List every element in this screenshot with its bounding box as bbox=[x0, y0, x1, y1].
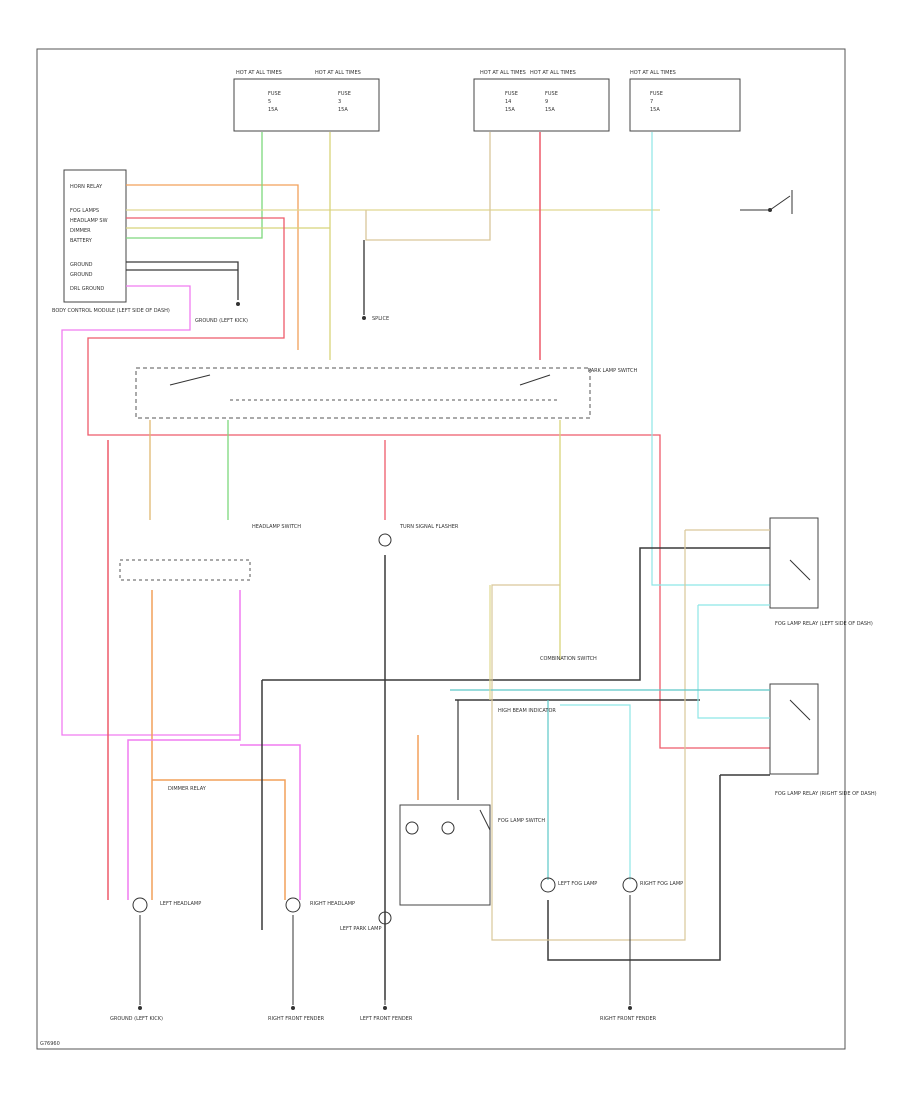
combination-switch-label: COMBINATION SWITCH bbox=[540, 656, 597, 662]
dimmer-switch: HEADLAMP SWITCH bbox=[119, 524, 301, 581]
svg-text:FOG LAMPS: FOG LAMPS bbox=[70, 208, 99, 214]
svg-text:15A: 15A bbox=[268, 107, 278, 113]
svg-text:BATTERY: BATTERY bbox=[70, 238, 93, 244]
svg-text:FUSE: FUSE bbox=[268, 91, 281, 97]
svg-text:3: 3 bbox=[338, 99, 341, 105]
horn-switch bbox=[740, 190, 793, 214]
right-headlamp: RIGHT HEADLAMP bbox=[285, 897, 355, 913]
body-control-module: HORN RELAY FOG LAMPS HEADLAMP SW DIMMER … bbox=[52, 169, 170, 314]
fuse-block-3-header: HOT AT ALL TIMES bbox=[480, 70, 526, 76]
svg-text:FOG LAMP SWITCH: FOG LAMP SWITCH bbox=[498, 818, 545, 824]
svg-text:FUSE: FUSE bbox=[650, 91, 663, 97]
switch-output-wires bbox=[149, 420, 561, 660]
svg-text:LEFT FOG LAMP: LEFT FOG LAMP bbox=[558, 881, 597, 887]
dimmer-relay-label: DIMMER RELAY bbox=[168, 786, 207, 792]
svg-text:RIGHT FOG LAMP: RIGHT FOG LAMP bbox=[640, 881, 683, 887]
svg-text:TURN SIGNAL FLASHER: TURN SIGNAL FLASHER bbox=[399, 524, 459, 530]
svg-text:DIMMER: DIMMER bbox=[70, 228, 91, 234]
svg-text:FUSE: FUSE bbox=[338, 91, 351, 97]
svg-text:LEFT PARK LAMP: LEFT PARK LAMP bbox=[340, 926, 381, 932]
left-headlamp: LEFT HEADLAMP bbox=[132, 897, 201, 913]
svg-text:GROUND: GROUND bbox=[70, 262, 93, 268]
right-fog-lamp: RIGHT FOG LAMP bbox=[622, 877, 683, 893]
figure-code: G76960 bbox=[40, 1041, 60, 1047]
fog-relay-bottom: FOG LAMP RELAY (RIGHT SIDE OF DASH) bbox=[769, 683, 877, 797]
ground-g201-label: GROUND (LEFT KICK) bbox=[195, 318, 248, 324]
fuse-block-1: HOT AT ALL TIMES FUSE 5 15A bbox=[233, 70, 380, 132]
svg-text:RIGHT HEADLAMP: RIGHT HEADLAMP bbox=[310, 901, 355, 907]
diagram-frame bbox=[36, 48, 846, 1050]
fuse-block-4-header: HOT AT ALL TIMES bbox=[530, 70, 576, 76]
ground-g102-label: RIGHT FRONT FENDER bbox=[268, 1016, 325, 1022]
svg-text:HORN RELAY: HORN RELAY bbox=[70, 184, 103, 190]
left-fog-lamp: LEFT FOG LAMP bbox=[540, 877, 597, 893]
headlamp-switch: PARK LAMP SWITCH bbox=[135, 367, 638, 419]
svg-text:FOG LAMP RELAY (RIGHT SIDE OF: FOG LAMP RELAY (RIGHT SIDE OF DASH) bbox=[775, 791, 877, 797]
svg-text:DRL GROUND: DRL GROUND bbox=[70, 286, 104, 292]
high-beam-label: HIGH BEAM INDICATOR bbox=[498, 708, 556, 714]
svg-text:15A: 15A bbox=[545, 107, 555, 113]
fuse-block-5-header: HOT AT ALL TIMES bbox=[630, 70, 676, 76]
ground-g104-label: RIGHT FRONT FENDER bbox=[600, 1016, 657, 1022]
fuse-block-2-header: HOT AT ALL TIMES bbox=[315, 70, 361, 76]
ground-symbols bbox=[138, 302, 632, 1010]
fog-switch-box: FOG LAMP SWITCH bbox=[399, 804, 545, 906]
turn-flasher: TURN SIGNAL FLASHER bbox=[378, 524, 459, 547]
svg-text:15A: 15A bbox=[650, 107, 660, 113]
ground-g101-label: GROUND (LEFT KICK) bbox=[110, 1016, 163, 1022]
svg-text:LEFT HEADLAMP: LEFT HEADLAMP bbox=[160, 901, 201, 907]
splice-label: SPLICE bbox=[372, 316, 389, 322]
svg-text:FUSE: FUSE bbox=[505, 91, 518, 97]
svg-text:GROUND: GROUND bbox=[70, 272, 93, 278]
svg-text:FUSE: FUSE bbox=[545, 91, 558, 97]
svg-text:15A: 15A bbox=[338, 107, 348, 113]
svg-text:HEADLAMP SW: HEADLAMP SW bbox=[70, 218, 108, 224]
module-wires bbox=[61, 132, 770, 749]
cyan-feed-wire bbox=[651, 132, 770, 586]
fuse-block-4: HOT AT ALL TIMES FUSE 9 15A bbox=[530, 70, 576, 113]
headlamp-wires bbox=[107, 440, 301, 900]
svg-text:FOG LAMP RELAY (LEFT SIDE OF D: FOG LAMP RELAY (LEFT SIDE OF DASH) bbox=[775, 621, 873, 627]
svg-text:7: 7 bbox=[650, 99, 653, 105]
fuse-block-3: HOT AT ALL TIMES FUSE 14 15A bbox=[473, 70, 610, 132]
ground-g103-label: LEFT FRONT FENDER bbox=[360, 1016, 413, 1022]
ground-drops bbox=[139, 895, 631, 1005]
fuse-block-2: HOT AT ALL TIMES FUSE 3 15A bbox=[315, 70, 361, 113]
svg-text:15A: 15A bbox=[505, 107, 515, 113]
svg-text:HEADLAMP SWITCH: HEADLAMP SWITCH bbox=[252, 524, 301, 530]
svg-text:5: 5 bbox=[268, 99, 271, 105]
park-switch-label: PARK LAMP SWITCH bbox=[588, 368, 638, 374]
body-control-module-caption: BODY CONTROL MODULE (LEFT SIDE OF DASH) bbox=[52, 308, 170, 314]
svg-text:9: 9 bbox=[545, 99, 548, 105]
ground-wires bbox=[261, 547, 770, 1000]
fog-relay-top: FOG LAMP RELAY (LEFT SIDE OF DASH) bbox=[769, 517, 873, 627]
fuse-block-1-header: HOT AT ALL TIMES bbox=[236, 70, 282, 76]
fuse-block-5: HOT AT ALL TIMES FUSE 7 15A bbox=[629, 70, 741, 132]
fog-relay-wires bbox=[450, 529, 770, 941]
left-park-lamp: LEFT PARK LAMP bbox=[340, 911, 392, 932]
svg-text:14: 14 bbox=[505, 99, 511, 105]
